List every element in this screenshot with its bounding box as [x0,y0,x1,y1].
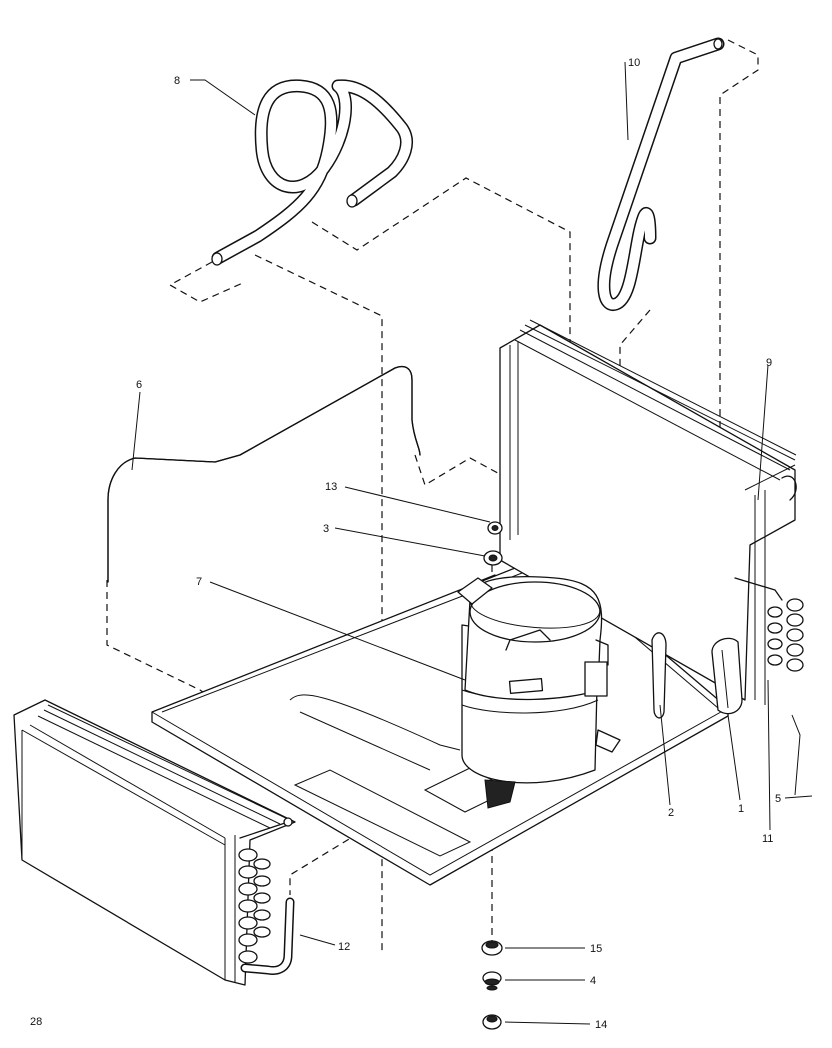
label-1: 1 [738,803,744,815]
label-8: 8 [174,75,180,87]
label-15: 15 [590,943,602,955]
clip-part-2 [651,632,667,719]
page-number: 28 [30,1016,42,1028]
bracket-part-1 [711,637,743,715]
label-7: 7 [196,576,202,588]
rear-coil-panel [499,319,797,705]
label-12: 12 [338,941,350,953]
mount-hardware-part-4 [482,971,502,991]
tube-part-12 [240,897,295,975]
label-11: 11 [762,833,773,845]
label-6: 6 [136,379,142,391]
label-9: 9 [766,357,772,369]
label-2: 2 [668,807,674,819]
washer-part-3 [483,550,503,566]
mount-hardware-part-14 [482,1014,502,1030]
label-14: 14 [595,1019,607,1031]
compressor-part-7 [457,574,621,809]
capillary-tube-part-6 [107,365,421,583]
tube-bent-part-10 [597,37,725,311]
mount-hardware-part-15 [481,940,503,956]
coil-tube-bends-right [734,475,804,672]
label-13: 13 [325,481,337,493]
coil-tube-bends-left [238,817,293,964]
tube-coil-part-8 [211,79,413,266]
grommet-part-13 [487,521,503,535]
label-5: 5 [775,793,781,805]
label-4: 4 [590,975,596,987]
label-10: 10 [628,57,640,69]
leader-lines [131,61,813,1025]
callout-labels: 8 10 6 9 13 3 7 2 1 11 5 12 15 4 14 28 [30,57,781,1031]
label-3: 3 [323,523,329,535]
